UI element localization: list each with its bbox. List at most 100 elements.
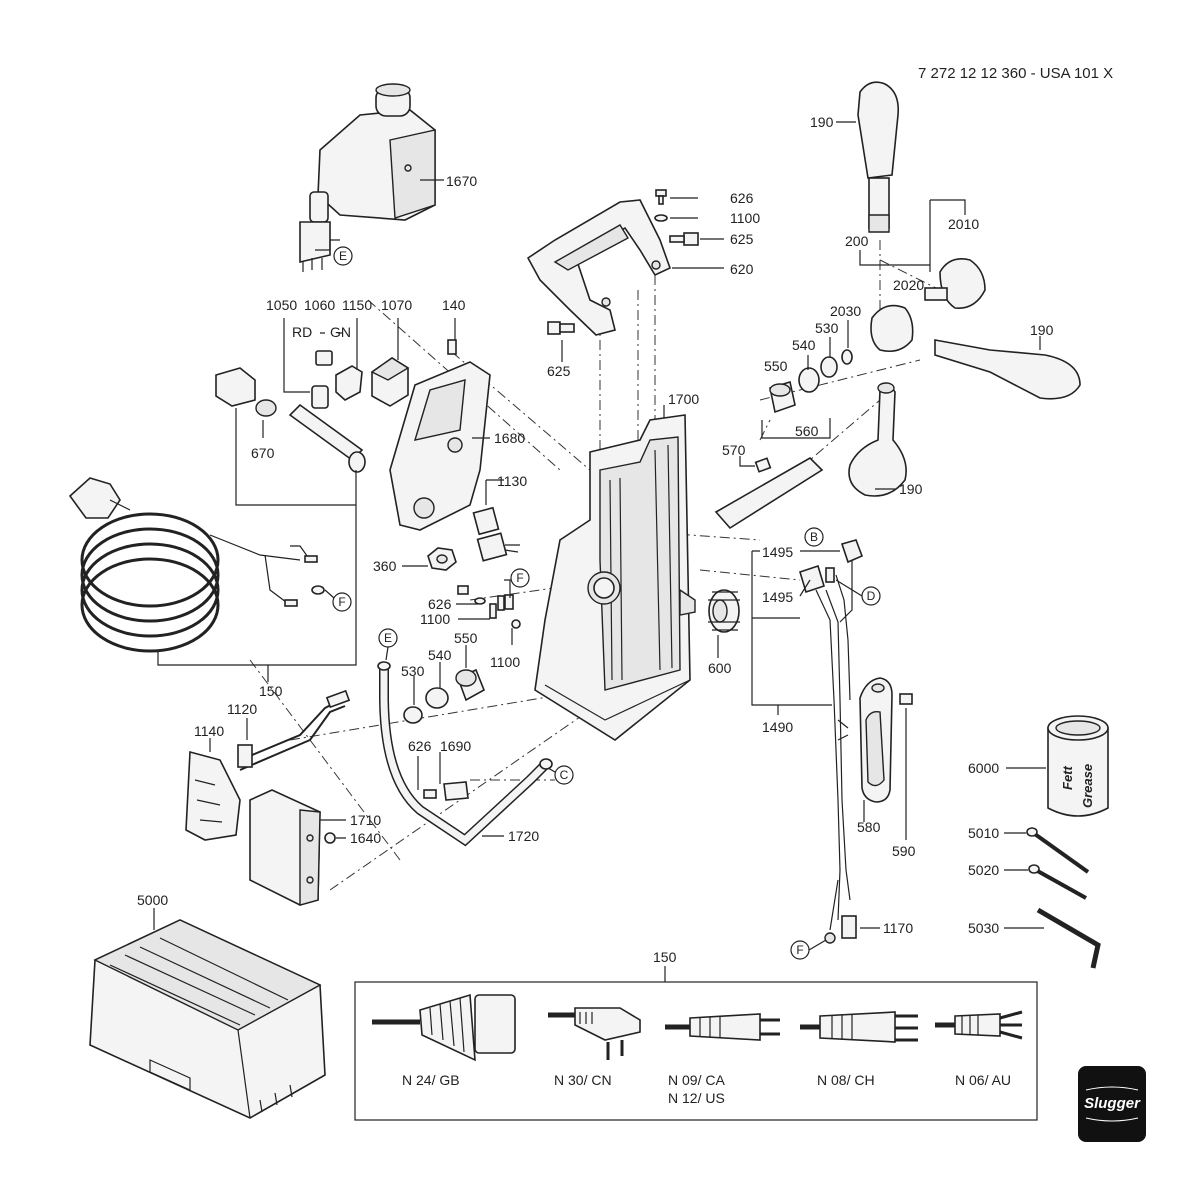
electronics-part xyxy=(185,689,351,906)
logo-text: Slugger xyxy=(1084,1095,1141,1112)
gear-600-part xyxy=(708,589,740,633)
screw-626-part xyxy=(547,189,699,335)
switch-parts xyxy=(215,339,457,473)
cable-harness-part xyxy=(799,539,864,944)
label-1710: 1710 xyxy=(350,812,381,828)
label-580: 580 xyxy=(857,819,881,835)
nut-360-part xyxy=(427,547,457,571)
callout-c-text: C xyxy=(560,768,569,782)
label-1070: 1070 xyxy=(381,297,412,313)
callout-d: D xyxy=(861,586,881,606)
label-1640: 1640 xyxy=(350,830,381,846)
label-2030: 2030 xyxy=(830,303,861,319)
label-1130: 1130 xyxy=(497,473,527,489)
label-1490: 1490 xyxy=(762,719,793,735)
plug-label-ch: N 08/ CH xyxy=(817,1072,875,1088)
label-1140: 1140 xyxy=(194,723,224,739)
label-5020: 5020 xyxy=(968,862,999,878)
oil-tank-part xyxy=(299,83,444,272)
plug-au-icon xyxy=(935,1010,1023,1040)
label-540-right: 540 xyxy=(792,337,816,353)
callout-e-mid-text: E xyxy=(384,631,392,645)
plug-variants-box xyxy=(354,981,1038,1121)
label-150-box: 150 xyxy=(653,949,677,965)
label-560: 560 xyxy=(795,423,819,439)
label-1690: 1690 xyxy=(440,738,471,754)
plug-label-au: N 06/ AU xyxy=(955,1072,1011,1088)
label-rd: RD xyxy=(292,324,312,340)
label-670: 670 xyxy=(251,445,275,461)
plug-gb-icon xyxy=(372,993,516,1062)
label-1100-top: 1100 xyxy=(730,210,760,226)
plug-label-gb: N 24/ GB xyxy=(402,1072,460,1088)
label-1680: 1680 xyxy=(494,430,525,446)
label-626-mid: 626 xyxy=(428,596,452,612)
label-600: 600 xyxy=(708,660,732,676)
main-housing-part xyxy=(534,414,696,741)
slugger-logo: Slugger xyxy=(1078,1066,1146,1142)
label-1700: 1700 xyxy=(668,391,699,407)
label-gn: GN xyxy=(330,324,351,340)
label-1495-mid: 1495 xyxy=(762,589,793,605)
label-1120: 1120 xyxy=(227,701,257,717)
callout-f-left-text: F xyxy=(338,595,345,609)
label-190-top: 190 xyxy=(810,114,834,130)
label-5010: 5010 xyxy=(968,825,999,841)
label-5030: 5030 xyxy=(968,920,999,936)
label-140: 140 xyxy=(442,297,466,313)
tools-part xyxy=(1026,827,1101,969)
label-530-right: 530 xyxy=(815,320,839,336)
plug-ca-us-icon xyxy=(665,1013,780,1041)
label-1150: 1150 xyxy=(342,297,372,313)
callout-f-bottom-text: F xyxy=(796,943,803,957)
label-190-bottom: 190 xyxy=(899,481,923,497)
label-1170: 1170 xyxy=(883,920,913,936)
plug-cn-icon xyxy=(548,1007,641,1060)
label-1100-mid: 1100 xyxy=(420,611,450,627)
label-6000: 6000 xyxy=(968,760,999,776)
callout-f-mid: F xyxy=(510,568,530,588)
label-150-left: 150 xyxy=(259,683,283,699)
plug-label-us: N 12/ US xyxy=(668,1090,725,1106)
label-2010: 2010 xyxy=(948,216,979,232)
grease-can-part: Fett Grease xyxy=(1047,715,1109,817)
switch-plate-part xyxy=(389,361,491,531)
callout-b: B xyxy=(804,527,824,547)
label-200: 200 xyxy=(845,233,869,249)
callout-e-mid: E xyxy=(378,628,398,648)
cover-580-part xyxy=(859,677,913,803)
doc-number: 7 272 12 12 360 - USA 101 X xyxy=(918,65,1113,82)
label-5000: 5000 xyxy=(137,892,168,908)
carry-handle-part xyxy=(526,199,671,336)
callout-b-text: B xyxy=(810,530,818,544)
label-1050: 1050 xyxy=(266,297,297,313)
label-1720: 1720 xyxy=(508,828,539,844)
label-1670: 1670 xyxy=(446,173,477,189)
callout-e-top: E xyxy=(333,246,353,266)
bushings-left-part xyxy=(403,668,486,724)
callout-d-text: D xyxy=(867,589,876,603)
grease-can-grease: Grease xyxy=(1080,764,1095,808)
plug-ch-icon xyxy=(800,1011,918,1043)
tube-1720-part xyxy=(377,661,553,847)
label-1060: 1060 xyxy=(304,297,335,313)
handle-assembly-part xyxy=(714,81,1081,530)
label-540-left: 540 xyxy=(428,647,452,663)
callout-c: C xyxy=(554,765,574,785)
label-550-right: 550 xyxy=(764,358,788,374)
callout-e-top-text: E xyxy=(339,249,347,263)
power-cord-part xyxy=(68,477,325,653)
label-360: 360 xyxy=(373,558,397,574)
label-625-bottom: 625 xyxy=(547,363,571,379)
label-550-left: 550 xyxy=(454,630,478,646)
label-190-right: 190 xyxy=(1030,322,1054,338)
small-fasteners-part xyxy=(457,585,521,629)
label-626-top: 626 xyxy=(730,190,754,206)
carry-case-part xyxy=(89,919,326,1119)
switch-1130-part xyxy=(472,506,520,562)
callout-f-bottom: F xyxy=(790,940,810,960)
label-2020: 2020 xyxy=(893,277,924,293)
callout-f-left: F xyxy=(332,592,352,612)
label-1495-top: 1495 xyxy=(762,544,793,560)
